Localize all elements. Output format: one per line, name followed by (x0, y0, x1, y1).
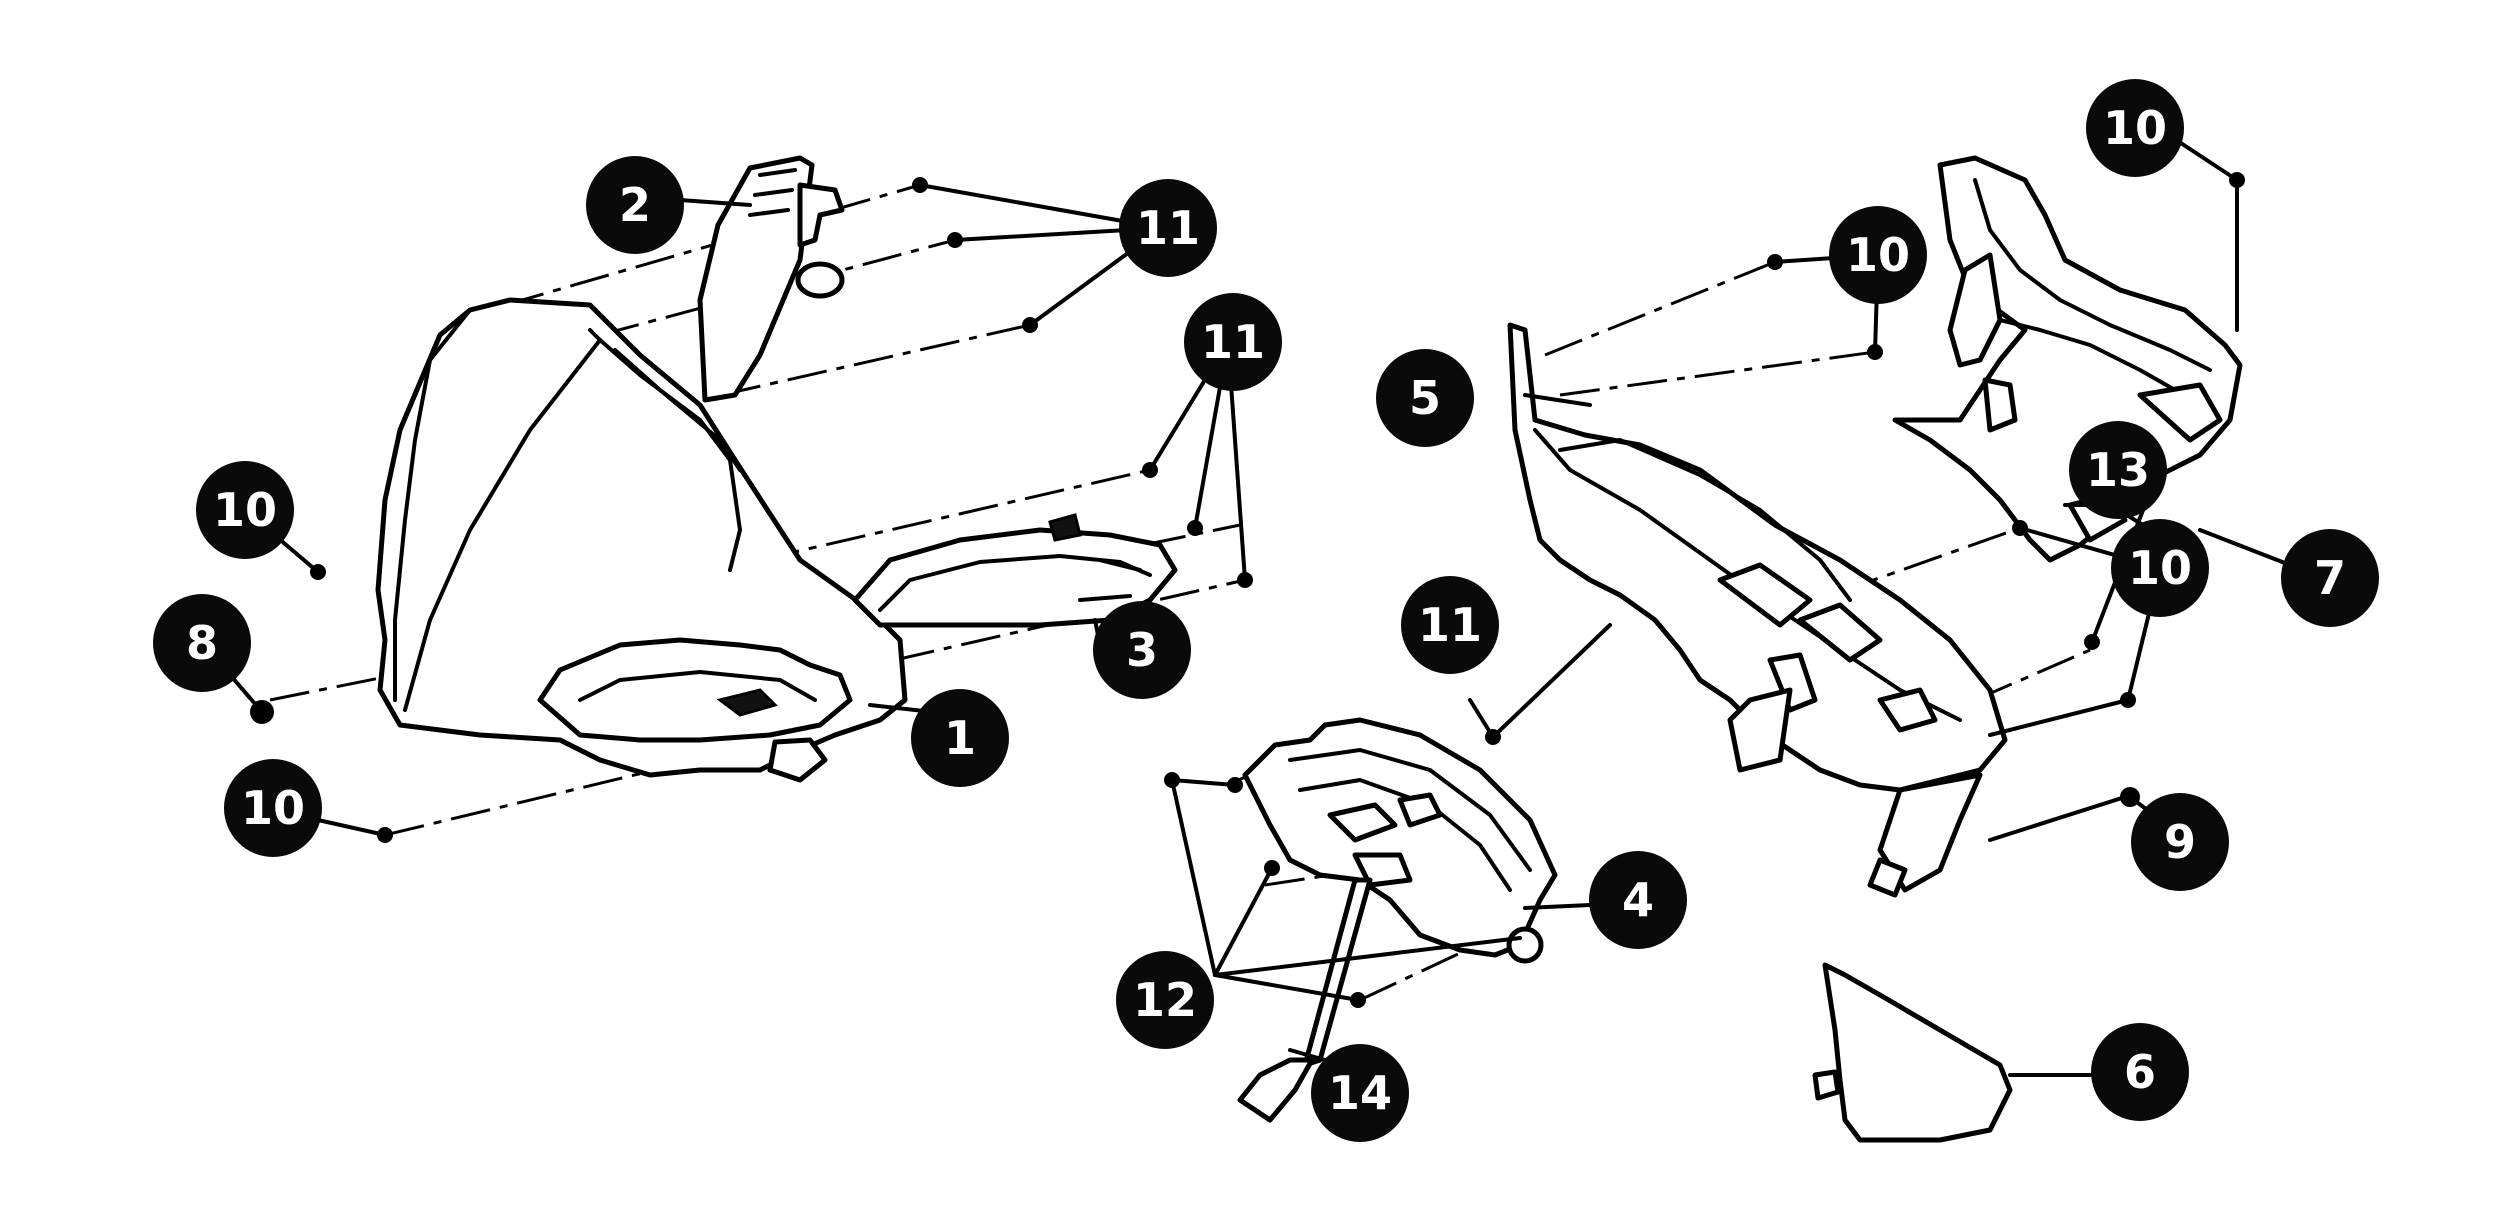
callout-label: 5 (1409, 371, 1441, 425)
part-5-side-panel (1507, 322, 2008, 898)
callout-6: 6 (2091, 1023, 2189, 1121)
callout-label: 7 (2314, 551, 2346, 605)
callout-label: 10 (2103, 101, 2167, 155)
callout-1: 1 (911, 689, 1009, 787)
callout-label: 2 (619, 178, 651, 232)
callout-14: 14 (1311, 1044, 1409, 1142)
callout-11-top: 11 (1119, 179, 1217, 277)
callout-label: 10 (1846, 228, 1910, 282)
callout-label: 14 (1328, 1066, 1392, 1120)
callout-label: 11 (1418, 598, 1482, 652)
callout-label: 9 (2164, 815, 2196, 869)
part-7-bracket (1892, 155, 2243, 563)
callout-label: 11 (1201, 315, 1265, 369)
callout-7: 7 (2281, 529, 2379, 627)
leader-lines (198, 126, 2292, 1077)
part-1-front-fairing (375, 297, 908, 783)
part-4-instrument-cluster (1237, 717, 1558, 1123)
callout-2: 2 (586, 156, 684, 254)
callout-10-left-upper: 10 (196, 461, 294, 559)
callout-10-left-lower: 10 (224, 759, 322, 857)
callout-9: 9 (2131, 793, 2229, 891)
callout-4: 4 (1589, 851, 1687, 949)
callout-label: 4 (1622, 873, 1654, 927)
callout-3: 3 (1093, 601, 1191, 699)
callout-12: 12 (1116, 951, 1214, 1049)
callout-11-center: 11 (1401, 576, 1499, 674)
callout-10-top-center: 10 (1829, 206, 1927, 304)
callout-10-top-right: 10 (2086, 79, 2184, 177)
callout-label: 1 (944, 711, 976, 765)
part-2-visor (697, 155, 845, 403)
callout-label: 6 (2124, 1045, 2156, 1099)
callout-13: 13 (2069, 421, 2167, 519)
callout-label: 8 (186, 616, 218, 670)
callout-label: 10 (213, 483, 277, 537)
callout-label: 13 (2086, 443, 2150, 497)
part-6-lower-cover (1812, 962, 2013, 1143)
callout-5: 5 (1376, 349, 1474, 447)
callout-label: 12 (1133, 973, 1197, 1027)
callout-label: 10 (2128, 541, 2192, 595)
callout-label: 10 (241, 781, 305, 835)
callout-8: 8 (153, 594, 251, 692)
callout-label: 3 (1126, 623, 1158, 677)
callout-10-right: 10 (2111, 519, 2209, 617)
callout-11-right: 11 (1184, 293, 1282, 391)
part-3-headlight-surround (852, 513, 1178, 628)
callout-label: 11 (1136, 201, 1200, 255)
